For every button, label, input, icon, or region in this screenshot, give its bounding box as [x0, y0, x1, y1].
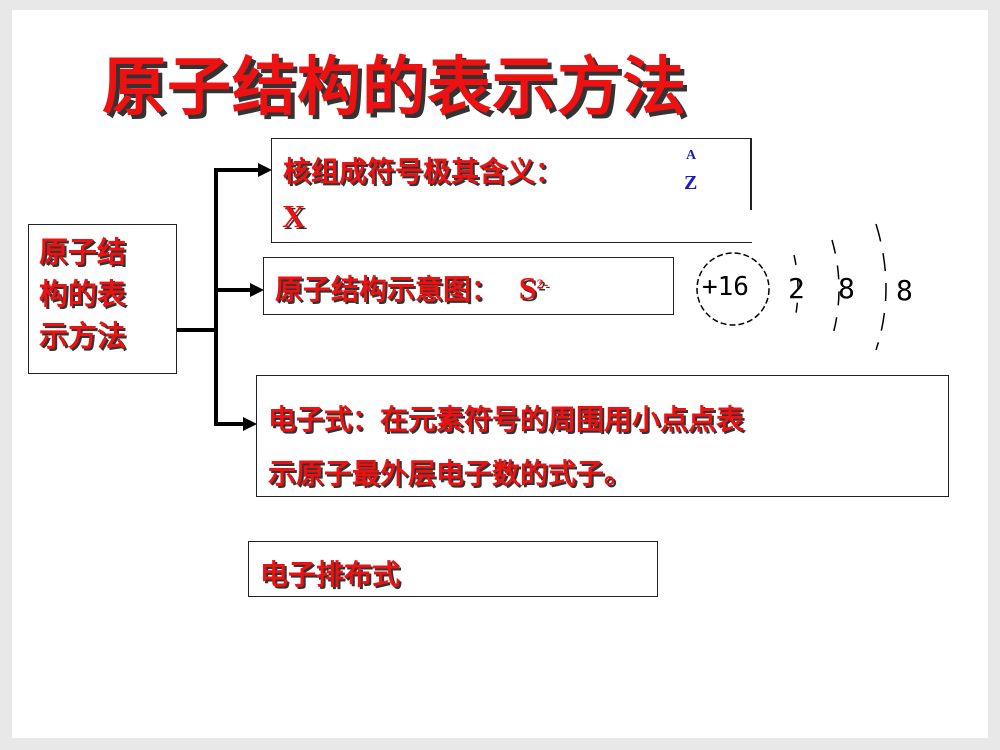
- electron-configuration-box: [248, 541, 658, 597]
- box-border: [750, 138, 752, 210]
- element-symbol: X: [282, 198, 306, 234]
- connector: [214, 288, 250, 292]
- structure-diagram-box: [263, 257, 674, 315]
- arrow-icon: [250, 283, 264, 297]
- nuclide-label: 核组成符号极其含义：: [283, 155, 564, 188]
- connector: [214, 422, 244, 426]
- left-box-line: 构的表: [39, 277, 127, 311]
- shell-electrons: 8: [838, 272, 855, 305]
- arrow-icon: [258, 163, 272, 177]
- nucleus-charge: +16: [702, 272, 749, 302]
- connector: [214, 168, 258, 172]
- electron-dot-line: 电子式：在元素符号的周围用小点点表: [268, 403, 745, 436]
- electron-dot-line: 示原子最外层电子数的式子。: [268, 457, 633, 490]
- slide: [12, 10, 988, 738]
- shell-arc-1: [793, 254, 799, 324]
- mass-number: A: [686, 148, 697, 163]
- arrow-icon: [243, 417, 257, 431]
- shell-arc-3: [875, 223, 887, 350]
- connector: [177, 328, 217, 332]
- atomic-structure-diagram: [696, 223, 887, 350]
- nucleus-circle: [696, 252, 770, 326]
- shell-arc-2: [831, 239, 840, 339]
- shell-electrons: 8: [896, 274, 913, 307]
- nuclide-symbol-box: [271, 138, 752, 243]
- page-title: 原子结构的表示方法: [102, 51, 687, 125]
- connector: [214, 168, 218, 426]
- ion-charge: 2-: [536, 277, 549, 293]
- structure-label-text: 原子结构示意图：: [275, 273, 500, 306]
- left-box-line: 示方法: [39, 319, 127, 353]
- left-box: 原子结 构的表 示方法: [28, 224, 177, 374]
- structure-diagram-label: 原子结构示意图： S2-: [275, 268, 548, 308]
- electron-configuration-label: 电子排布式: [260, 558, 401, 591]
- left-box-line: 原子结: [39, 235, 127, 269]
- ion-symbol: S: [518, 270, 537, 306]
- electron-dot-box: [256, 375, 949, 497]
- shell-electrons: 2: [788, 272, 805, 305]
- atomic-number: Z: [684, 172, 698, 194]
